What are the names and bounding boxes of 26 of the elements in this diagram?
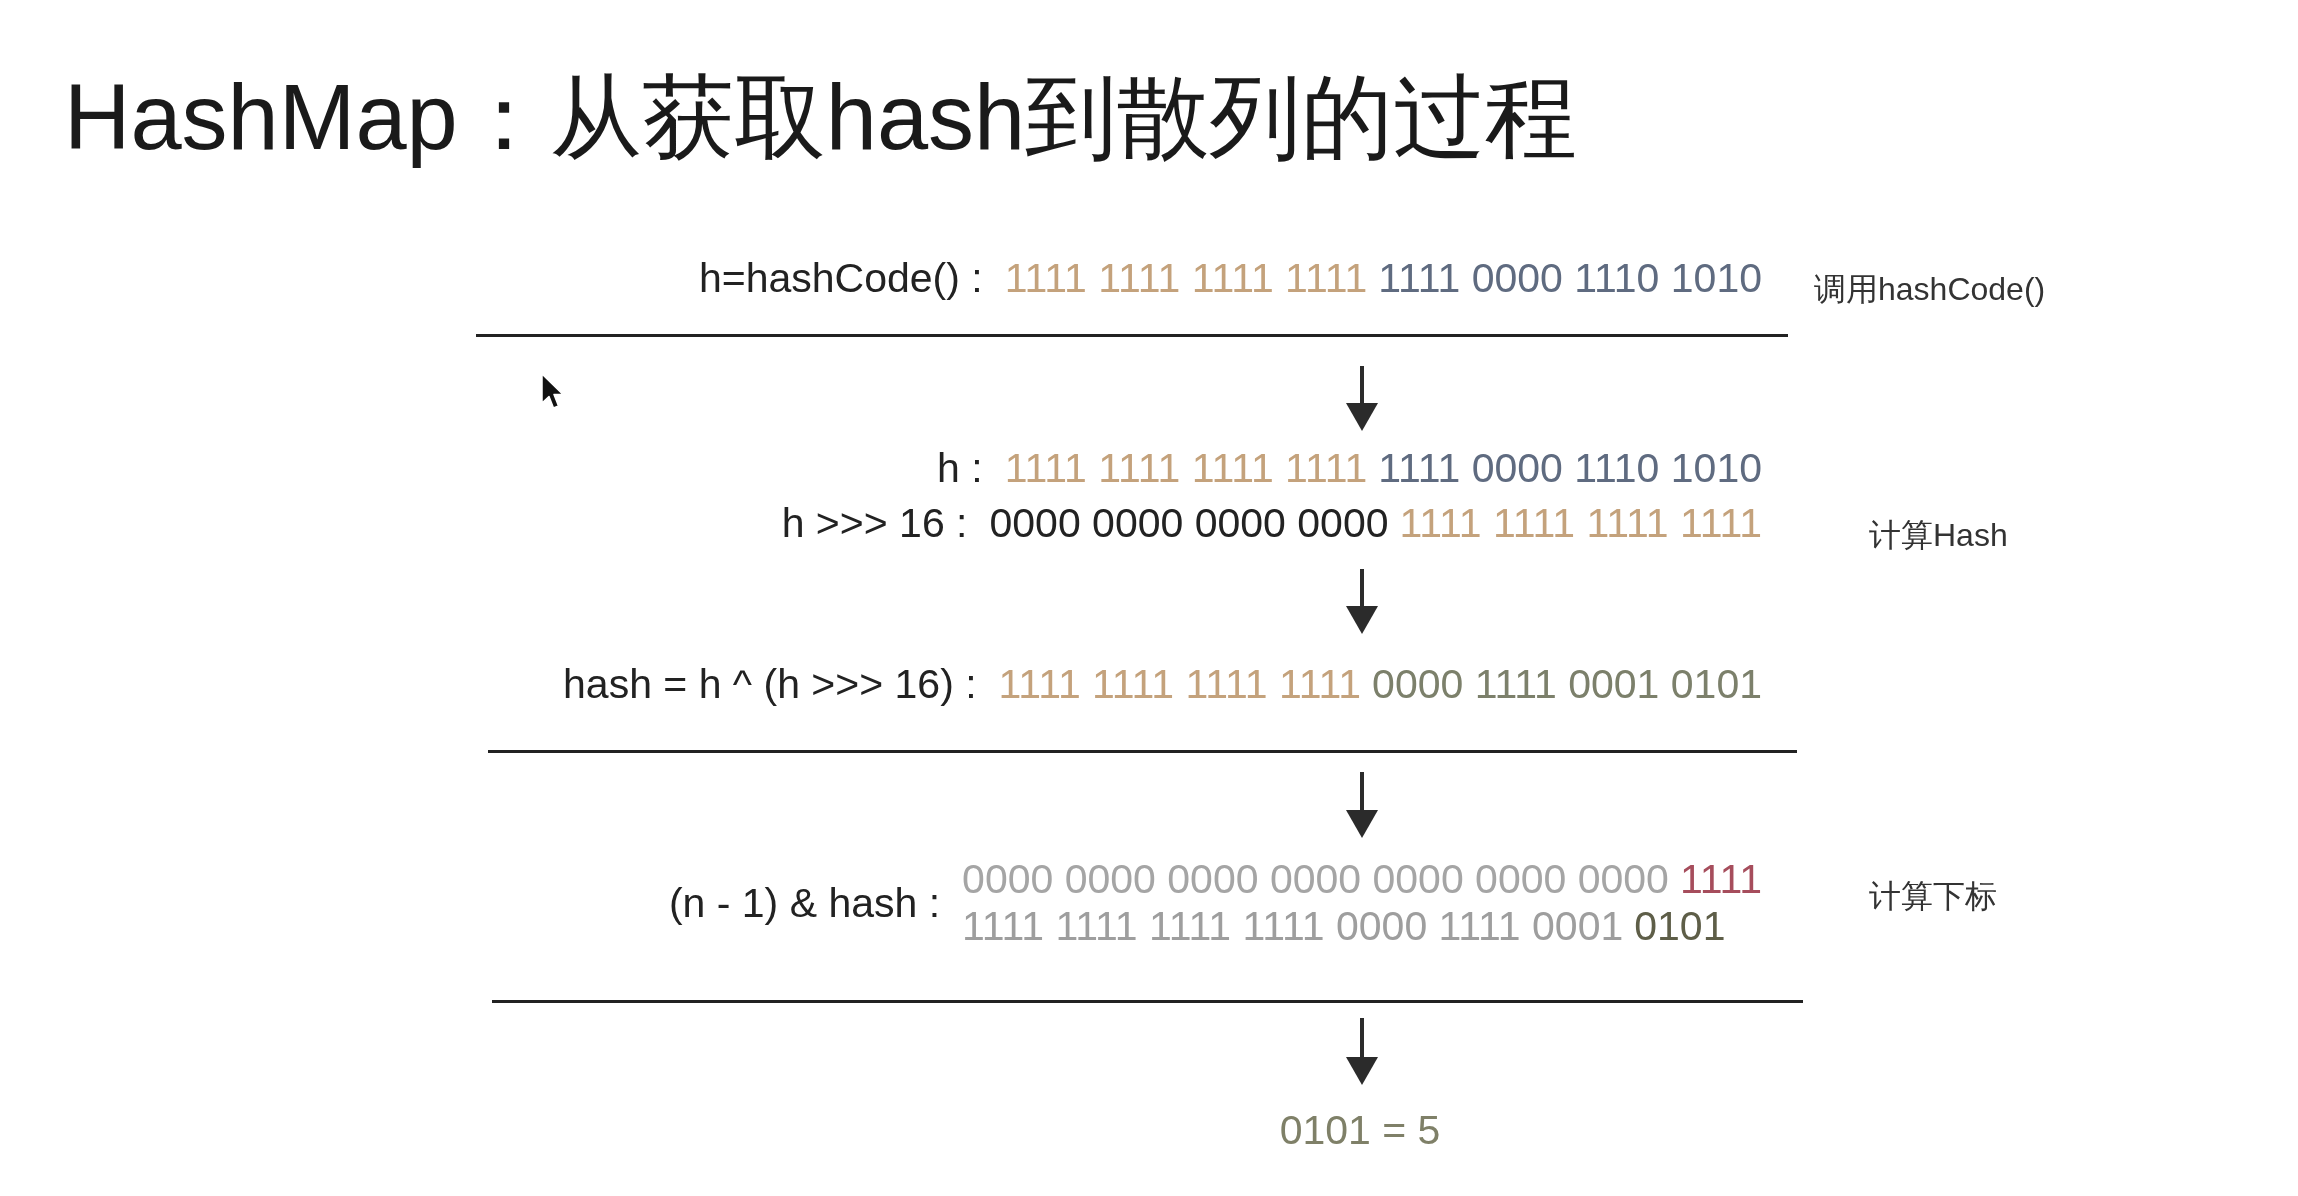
binary-value: 1111 1111 1111 1111 xyxy=(998,661,1362,708)
binary-value: 1111 xyxy=(1679,856,1762,903)
arrow xyxy=(1346,1018,1378,1085)
binary-value: 0000 0000 0000 0000 0000 0000 0000 xyxy=(962,856,1669,903)
step-label: 调用hashCode() xyxy=(1814,271,2046,307)
formula-label: h >>> 16 : xyxy=(781,500,968,547)
formula-label: hash = h ^ (h >>> 16) : xyxy=(563,661,977,708)
arrow xyxy=(1346,366,1378,431)
binary-value: 1111 1111 1111 1111 xyxy=(1004,445,1368,492)
binary-value: 1111 0000 1110 1010 xyxy=(1378,255,1762,302)
title: HashMap：从获取hash到散列的过程 xyxy=(64,65,1578,170)
arrow xyxy=(1346,772,1378,838)
binary-value: 1111 1111 1111 1111 xyxy=(1399,500,1762,547)
step-label: 计算Hash xyxy=(1869,517,2008,553)
binary-value: 1111 0000 1110 1010 xyxy=(1378,445,1762,492)
binary-value: 0000 1111 0001 0101 xyxy=(1372,661,1762,708)
arrow xyxy=(1346,569,1378,634)
binary-value: 1111 1111 1111 1111 xyxy=(1004,255,1368,302)
binary-value: 0101 xyxy=(1634,903,1726,950)
binary-value: 0000 0000 0000 0000 xyxy=(989,500,1389,547)
formula-label: h=hashCode() : xyxy=(698,255,983,302)
binary-value: 1111 1111 1111 1111 0000 1111 0001 xyxy=(962,903,1624,950)
step-label: 计算下标 xyxy=(1869,878,1997,914)
formula-label: h : xyxy=(937,445,983,492)
result-value: 0101 = 5 xyxy=(1279,1107,1441,1154)
formula-label: (n - 1) & hash : xyxy=(668,879,941,927)
